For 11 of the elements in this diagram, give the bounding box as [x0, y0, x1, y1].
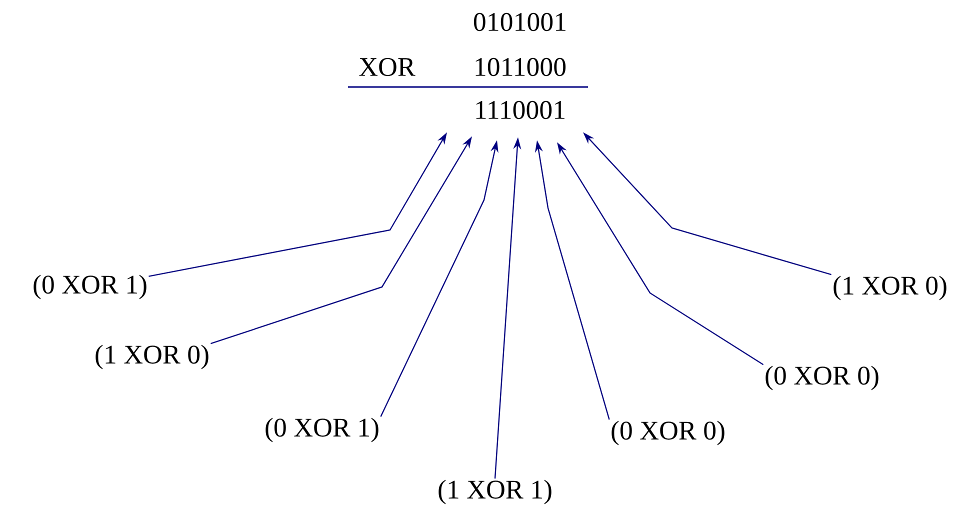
operation-label: (1 XOR 0) [96, 344, 208, 370]
operation-label: (0 XOR 1) [34, 274, 146, 300]
operand-text: 1011000 [476, 58, 566, 76]
operand-text: 0101001 [474, 12, 566, 32]
result-text: 1110001 [476, 100, 564, 120]
operation-label: (0 XOR 0) [612, 420, 724, 446]
operation-label: (1 XOR 1) [438, 480, 552, 504]
operation-label: (1 XOR 0) [834, 276, 946, 300]
operation-label: (0 XOR 1) [266, 418, 378, 442]
operation-label: (0 XOR 0) [766, 366, 878, 390]
operator-text: XOR [359, 58, 416, 76]
